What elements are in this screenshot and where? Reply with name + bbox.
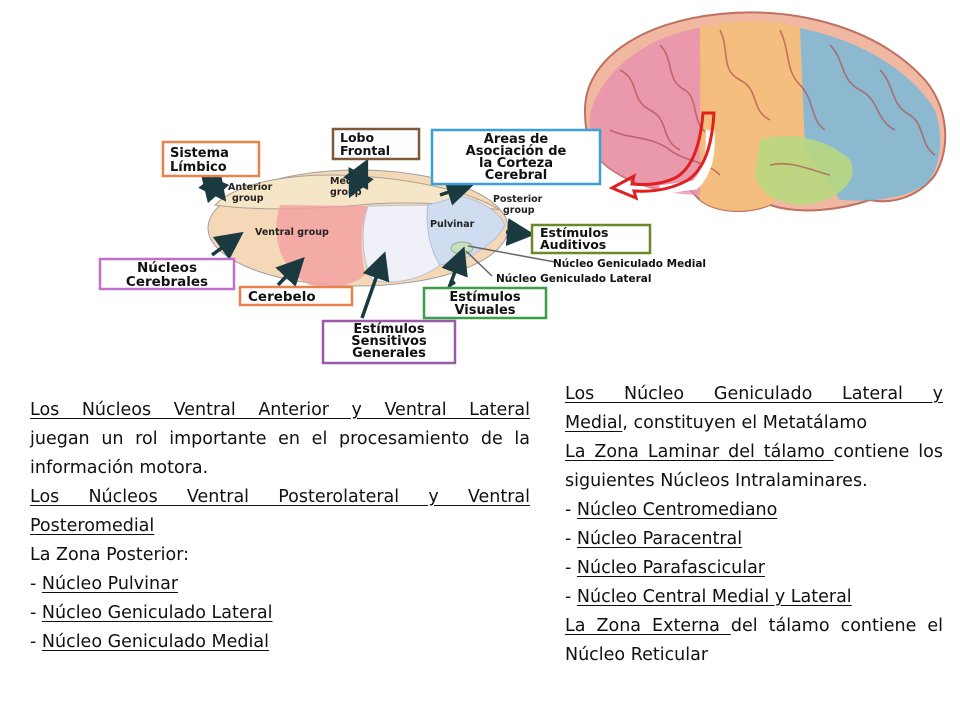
left-item-ngm: - Núcleo Geniculado Medial (30, 632, 269, 652)
label-ngm: Núcleo Geniculado Medial (553, 258, 706, 270)
left-p1-line1: Los Núcleos Ventral Anterior y Ventral L… (30, 400, 530, 420)
brain-illustration (583, 11, 947, 212)
right-item-parafascicular: - Núcleo Parafascicular (565, 558, 765, 578)
group-pulvinar-label: Pulvinar (430, 219, 475, 230)
connector-arrows (198, 158, 535, 319)
group-ventral-label: Ventral group (255, 227, 329, 238)
left-item-ngl: - Núcleo Geniculado Lateral (30, 603, 273, 623)
left-p2-line1: Los Núcleos Ventral Posterolateral y Ven… (30, 487, 530, 507)
right-p1-line2: Medial, constituyen el Metatálamo (565, 413, 868, 433)
right-item-central-medial: - Núcleo Central Medial y Lateral (565, 587, 852, 607)
group-anterior-label: Anterior group (228, 182, 276, 204)
right-item-centromediano: - Núcleo Centromediano (565, 500, 778, 520)
geniculate-lines (465, 245, 556, 277)
red-arrow (608, 111, 716, 201)
right-text-column: Los Núcleo Geniculado Lateral y Medial, … (565, 380, 943, 670)
left-p2-line2: Posteromedial (30, 516, 155, 536)
right-p3: La Zona Externa del tálamo contiene el N… (565, 616, 944, 665)
right-item-paracentral: - Núcleo Paracentral (565, 529, 743, 549)
right-p2: La Zona Laminar del tálamo contiene los … (565, 442, 943, 491)
left-p1-rest: juegan un rol importante en el procesami… (30, 429, 530, 478)
left-p3: La Zona Posterior: (30, 545, 190, 565)
left-item-pulvinar: - Núcleo Pulvinar (30, 574, 179, 594)
label-ngl: Núcleo Geniculado Lateral (496, 273, 651, 285)
left-text-column: Los Núcleos Ventral Anterior y Ventral L… (30, 396, 530, 657)
svg-text:Cerebelo: Cerebelo (248, 289, 316, 305)
label-cerebelo: Cerebelo (238, 285, 354, 307)
right-p1-line1: Los Núcleo Geniculado Lateral y (565, 384, 943, 404)
group-posterior-label: Posterior group (493, 194, 546, 216)
thalamus-diagram: Anterior group Medial group Posterior gr… (98, 11, 947, 365)
